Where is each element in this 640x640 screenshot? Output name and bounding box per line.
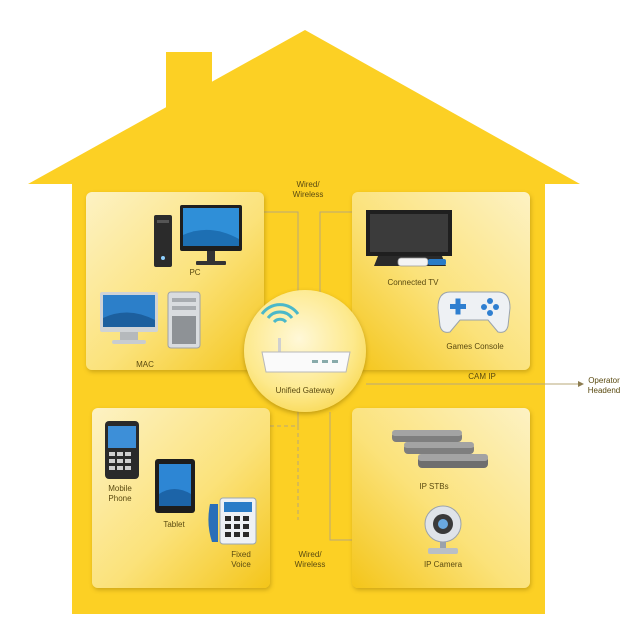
operator-headend-line1: Operator — [588, 376, 620, 385]
mac-laptop-icon — [100, 292, 158, 344]
mobile-phone-label: Mobile Phone — [100, 484, 140, 504]
gamepad-icon — [437, 291, 511, 333]
house-roof — [28, 30, 580, 184]
wired-line-top-right — [319, 211, 352, 300]
mobile-phone-icon — [105, 421, 139, 479]
media-stick-icon — [397, 257, 446, 267]
wifi-icon — [260, 303, 300, 324]
wired-wireless-top-line1: Wired/ — [296, 180, 320, 189]
games-console-label: Games Console — [446, 342, 504, 351]
router-icon — [261, 338, 351, 373]
wired-wireless-top-line2: Wireless — [292, 190, 324, 199]
cam-ip-label: CAM IP — [468, 372, 496, 381]
wired-wireless-bottom-line2: Wireless — [294, 560, 326, 569]
gateway-label: Unified Gateway — [275, 386, 335, 395]
operator-headend-label: Operator Headend — [582, 376, 626, 396]
connector-lines — [264, 211, 584, 541]
wired-line-top-left — [264, 211, 299, 300]
set-top-box-icon — [392, 430, 488, 468]
mac-tower-icon — [167, 291, 201, 349]
wired-line-bottom-right — [329, 412, 352, 541]
mobile-phone-line2: Phone — [108, 494, 132, 503]
wired-wireless-bottom-line1: Wired/ — [298, 550, 322, 559]
connected-tv-label: Connected TV — [387, 278, 439, 287]
house-chimney — [166, 52, 212, 122]
fixed-voice-label: Fixed Voice — [226, 550, 256, 570]
tablet-icon — [155, 459, 195, 513]
desk-phone-icon — [208, 497, 257, 545]
ip-stbs-label: IP STBs — [419, 482, 449, 491]
mobile-phone-line1: Mobile — [108, 484, 132, 493]
wired-wireless-top-label: Wired/ Wireless — [286, 180, 330, 200]
tv-icon — [366, 210, 452, 266]
pc-label: PC — [189, 268, 201, 277]
tablet-label: Tablet — [163, 520, 185, 529]
cam-ip-arrow — [578, 381, 584, 387]
fixed-voice-line2: Voice — [231, 560, 251, 569]
pc-monitor-icon — [180, 205, 242, 265]
wired-wireless-bottom-label: Wired/ Wireless — [288, 550, 332, 570]
mac-label: MAC — [136, 360, 154, 369]
ip-camera-label: IP Camera — [423, 560, 463, 569]
pc-tower-icon — [154, 215, 172, 267]
fixed-voice-line1: Fixed — [231, 550, 251, 559]
operator-headend-line2: Headend — [587, 386, 621, 395]
webcam-icon — [424, 505, 462, 554]
